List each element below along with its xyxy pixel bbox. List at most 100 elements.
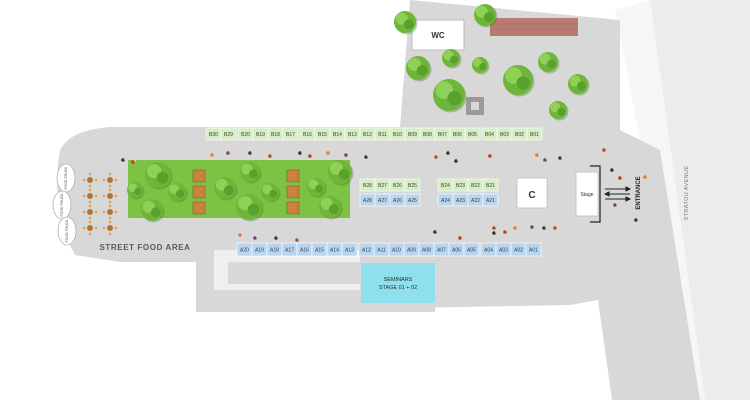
booth-a11[interactable]: A11	[373, 242, 390, 257]
stage[interactable]	[575, 171, 599, 217]
booth-a13[interactable]: A13	[341, 242, 358, 257]
booth-b30[interactable]: B30	[205, 127, 222, 141]
booth-a16[interactable]: A16	[296, 242, 313, 257]
booth-b12[interactable]: B12	[359, 127, 376, 141]
street-label: STRATOU AVENUE	[684, 166, 690, 221]
booth-a14[interactable]: A14	[326, 242, 343, 257]
booth-a05[interactable]: A05	[463, 242, 480, 257]
booth-b07[interactable]: B07	[434, 127, 451, 141]
booth-label: A12	[362, 247, 371, 253]
booth-b13[interactable]: B13	[344, 127, 361, 141]
booth-a26[interactable]: A26	[389, 193, 406, 207]
booth-b21[interactable]: B21	[482, 178, 499, 192]
booth-a04[interactable]: A04	[480, 242, 497, 257]
booth-label: B26	[393, 183, 402, 189]
booth-b03[interactable]: B03	[496, 127, 513, 141]
booth-label: A10	[392, 247, 401, 253]
booth-b17[interactable]: B17	[282, 127, 299, 141]
booth-b28[interactable]: B28	[359, 178, 376, 192]
stratou-avenue-road	[650, 0, 750, 400]
booth-a28[interactable]: A28	[359, 193, 376, 207]
booth-b29[interactable]: B29	[220, 127, 237, 141]
booth-label: A06	[452, 247, 461, 253]
inner-walkway-2	[214, 250, 228, 290]
booth-a24[interactable]: A24	[437, 193, 454, 207]
booth-label: B24	[441, 183, 450, 189]
c-block-label: C	[528, 190, 535, 201]
booth-b08[interactable]: B08	[419, 127, 436, 141]
booth-a07[interactable]: A07	[433, 242, 450, 257]
stage-label: Stage	[580, 192, 593, 198]
booth-a02[interactable]: A02	[510, 242, 527, 257]
booth-b24[interactable]: B24	[437, 178, 454, 192]
booth-label: A19	[255, 247, 264, 253]
booth-label: A04	[484, 247, 493, 253]
picnic-tables	[82, 172, 118, 236]
booth-b20[interactable]: B20	[237, 127, 254, 141]
booth-a17[interactable]: A17	[281, 242, 298, 257]
booth-a06[interactable]: A06	[448, 242, 465, 257]
booth-b01[interactable]: B01	[526, 127, 543, 141]
booth-a12[interactable]: A12	[358, 242, 375, 257]
booth-label: A26	[393, 198, 402, 204]
booth-label: A22	[471, 198, 480, 204]
booth-b05[interactable]: B05	[464, 127, 481, 141]
booth-label: A17	[285, 247, 294, 253]
booth-b09[interactable]: B09	[404, 127, 421, 141]
c-block[interactable]	[516, 177, 548, 209]
booth-b04[interactable]: B04	[481, 127, 498, 141]
booth-b23[interactable]: B23	[452, 178, 469, 192]
kiosk-inner	[471, 102, 479, 110]
booth-a01[interactable]: A01	[525, 242, 542, 257]
booth-b25[interactable]: B25	[404, 178, 421, 192]
booth-a19[interactable]: A19	[251, 242, 268, 257]
seminar-pad	[228, 262, 360, 284]
food-trucks: FOOD TRUCK FOOD TRUCK FOOD TRUCK	[52, 163, 77, 246]
booth-label: B01	[530, 132, 539, 138]
booth-a10[interactable]: A10	[388, 242, 405, 257]
booth-b06[interactable]: B06	[449, 127, 466, 141]
booth-label: A27	[378, 198, 387, 204]
booth-a18[interactable]: A18	[266, 242, 283, 257]
booth-a27[interactable]: A27	[374, 193, 391, 207]
seminars-sublabel: STAGE 01 + 02	[379, 285, 417, 291]
booth-label: B28	[363, 183, 372, 189]
booth-b18[interactable]: B18	[267, 127, 284, 141]
booth-b02[interactable]: B02	[511, 127, 528, 141]
booth-a21[interactable]: A21	[482, 193, 499, 207]
booth-a08[interactable]: A08	[418, 242, 435, 257]
booth-a03[interactable]: A03	[495, 242, 512, 257]
booth-b10[interactable]: B10	[389, 127, 406, 141]
food-truck-label-2: FOOD TRUCK	[60, 193, 64, 217]
booth-a25[interactable]: A25	[404, 193, 421, 207]
booth-b15[interactable]: B15	[314, 127, 331, 141]
booth-a22[interactable]: A22	[467, 193, 484, 207]
booth-label: B15	[318, 132, 327, 138]
booth-label: A05	[467, 247, 476, 253]
booth-a15[interactable]: A15	[311, 242, 328, 257]
booth-a09[interactable]: A09	[403, 242, 420, 257]
food-truck-3: FOOD TRUCK	[57, 216, 77, 246]
booth-b16[interactable]: B16	[299, 127, 316, 141]
booth-label: A01	[529, 247, 538, 253]
booth-label: B17	[286, 132, 295, 138]
food-truck-1: FOOD TRUCK	[56, 163, 76, 193]
booth-label: A11	[377, 247, 386, 253]
seminars-stage[interactable]	[361, 263, 435, 303]
booth-b14[interactable]: B14	[329, 127, 346, 141]
stage-bracket	[590, 165, 601, 223]
booth-label: A08	[422, 247, 431, 253]
booth-b19[interactable]: B19	[252, 127, 269, 141]
booth-a23[interactable]: A23	[452, 193, 469, 207]
booth-b27[interactable]: B27	[374, 178, 391, 192]
booth-a20[interactable]: A20	[236, 242, 253, 257]
booth-b11[interactable]: B11	[374, 127, 391, 141]
booth-b26[interactable]: B26	[389, 178, 406, 192]
booth-label: A09	[407, 247, 416, 253]
booth-label: B05	[468, 132, 477, 138]
street-food-area-label: STREET FOOD AREA	[99, 243, 190, 252]
booth-label: A18	[270, 247, 279, 253]
booth-b22[interactable]: B22	[467, 178, 484, 192]
